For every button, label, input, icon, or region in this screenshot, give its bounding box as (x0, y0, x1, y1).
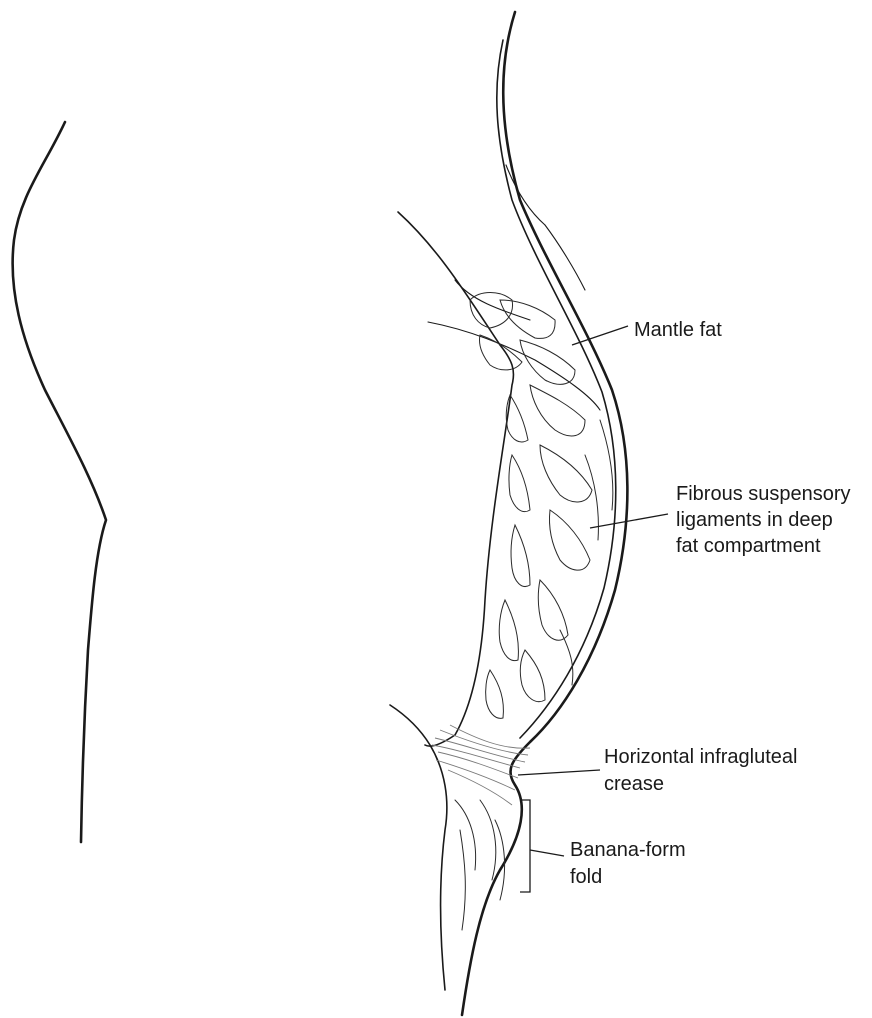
mantle-fat-leader (572, 326, 628, 345)
label-banana-line-1: Banana-form (570, 839, 686, 861)
posterior-skin-outline (462, 12, 627, 1015)
label-fibrous-line-1: Fibrous suspensory (676, 483, 851, 505)
mantle-fat-line-1 (506, 165, 545, 225)
gluteal-lower-contour (390, 705, 447, 990)
label-crease-line-2: crease (604, 773, 664, 795)
mantle-fat-line-3 (455, 280, 530, 320)
label-fibrous-line-3: fat compartment (676, 535, 821, 557)
deep-fascia-line (398, 212, 514, 746)
label-fibrous-line-2: ligaments in deep (676, 509, 833, 531)
label-banana-line-2: fold (570, 866, 602, 888)
crease-fibers (432, 725, 530, 930)
banana-fold-leader (530, 850, 564, 856)
gluteal-upper-contour (428, 322, 600, 410)
label-crease-line-1: Horizontal infragluteal (604, 746, 797, 768)
anterior-body-outline (13, 122, 106, 842)
mantle-fat-line-2 (545, 225, 585, 290)
label-mantle-fat: Mantle fat (634, 319, 722, 341)
crease-leader (518, 770, 600, 775)
fibrous-ligaments-leader (590, 514, 668, 528)
posterior-skin-inner-line (497, 40, 616, 738)
